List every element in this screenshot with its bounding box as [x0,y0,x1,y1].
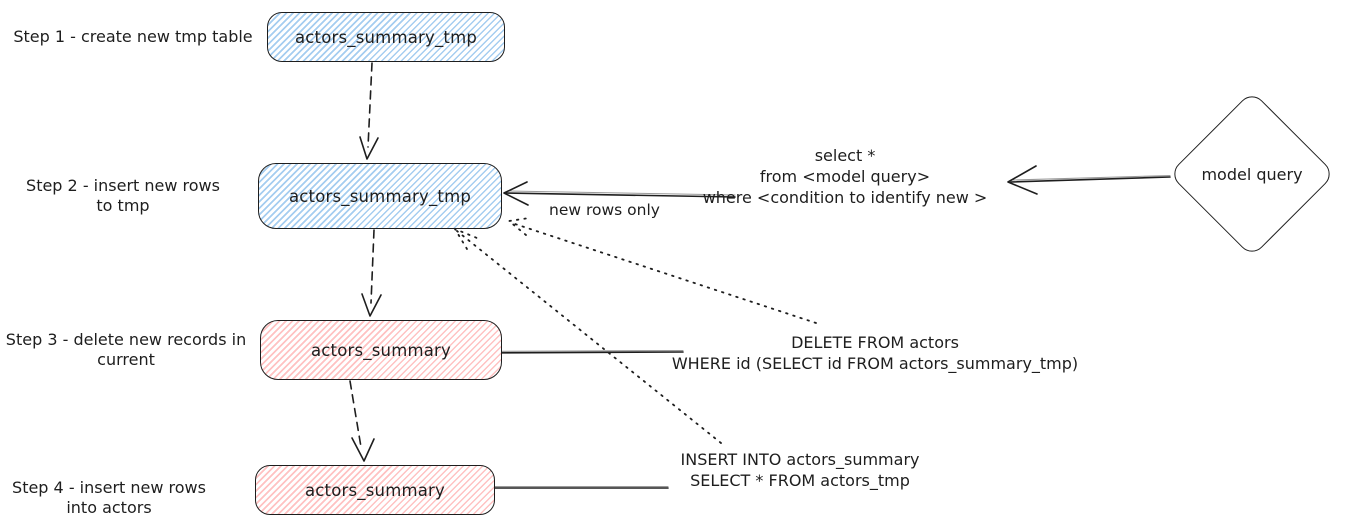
arrow-delete-query-to-step3 [474,341,684,366]
node-label: actors_summary_tmp [294,27,478,47]
dashed-arrow-step1-to-step2 [359,62,379,160]
insert-query-annotation: INSERT INTO actors_summary SELECT * FROM… [680,450,920,490]
dashed-arrow-step3-to-step4 [349,380,375,462]
node-actors-summary-tmp-step2: actors_summary_tmp [258,163,502,229]
model-query-label: model query [1201,164,1303,184]
new-rows-only-label: new rows only [549,201,660,219]
node-actors-summary-step3: actors_summary [260,320,502,380]
node-actors-summary-step4: actors_summary [255,465,495,515]
node-label: actors_summary_tmp [288,186,472,206]
step-3-label: Step 3 - delete new records in current [5,330,247,369]
arrow-model-query-to-select-query [1007,165,1171,195]
delete-query-annotation: DELETE FROM actors WHERE id (SELECT id F… [671,333,1079,373]
step-1-label: Step 1 - create new tmp table [13,27,253,46]
step-4-label: Step 4 - insert new rows into actors [12,478,206,517]
select-query-annotation: select * from <model query> where <condi… [702,146,988,207]
dashed-arrow-step2-to-step3 [361,229,382,317]
model-query-diamond-node: model query [1168,90,1336,258]
dotted-arrow-delete-query-to-step2 [508,217,817,324]
node-label: actors_summary [310,340,452,360]
arrow-insert-query-to-step4 [466,476,669,501]
node-actors-summary-tmp-step1: actors_summary_tmp [267,12,505,62]
node-label: actors_summary [304,480,446,500]
step-2-label: Step 2 - insert new rows to tmp [26,176,220,215]
